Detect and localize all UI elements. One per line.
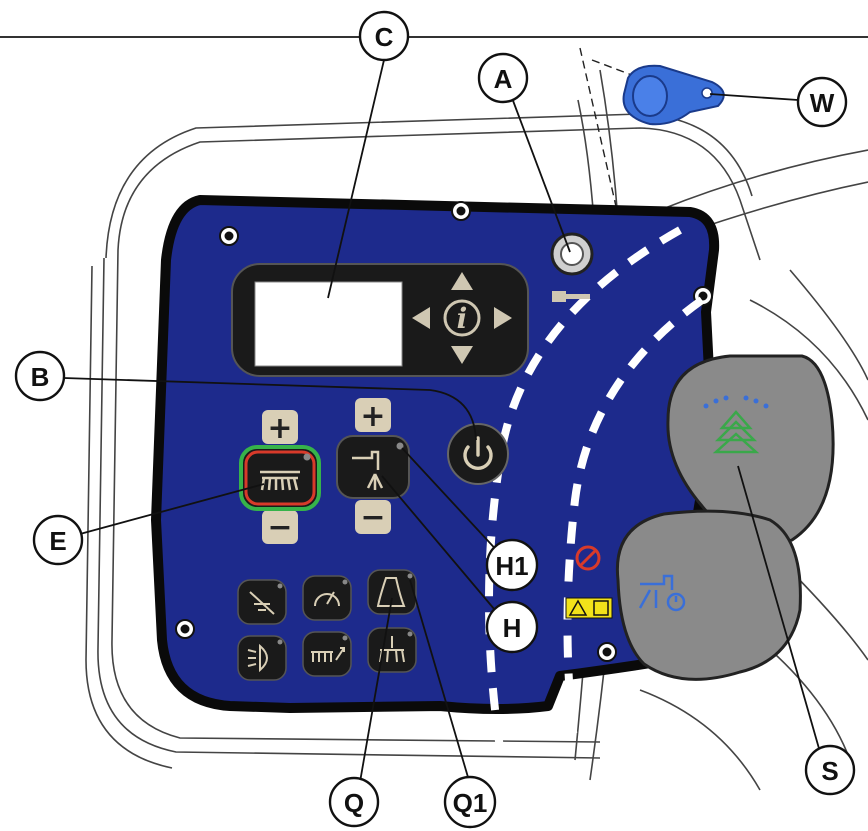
water-flow-plus-button[interactable]: [355, 398, 391, 432]
navigation-pad[interactable]: i: [412, 272, 512, 364]
vacuum-button[interactable]: [237, 579, 287, 625]
water-flow-control[interactable]: + −: [336, 398, 410, 535]
leader-q1: [409, 579, 471, 785]
arrow-left-icon[interactable]: [412, 307, 430, 329]
key-switch[interactable]: [550, 232, 594, 302]
speed-limit-icon: [314, 591, 340, 607]
function-buttons[interactable]: [237, 569, 417, 681]
brush-sweep-stripes: [485, 226, 705, 749]
leader-b: [63, 377, 477, 441]
panel-screws: [175, 201, 713, 662]
one-touch-button[interactable]: [367, 627, 417, 673]
svg-text:S: S: [821, 756, 838, 786]
water-flow-minus-button[interactable]: [355, 500, 391, 534]
key-guide-lines: [579, 47, 646, 291]
svg-text:H1: H1: [495, 551, 528, 581]
svg-text:Q: Q: [344, 788, 364, 818]
warning-icon: [568, 599, 588, 616]
detergent-timer-icon: [638, 574, 686, 612]
brush-pressure-control[interactable]: + −: [239, 410, 321, 545]
warning-labels: [565, 545, 613, 619]
callout-s: S: [804, 744, 856, 796]
leader-s: [737, 465, 821, 753]
housing-outline: [85, 69, 868, 791]
arrow-down-icon[interactable]: [451, 346, 473, 364]
no-smoking-icon: [575, 545, 601, 571]
brush-pressure-minus-label: −: [267, 510, 292, 545]
detergent-cover[interactable]: [615, 509, 802, 681]
arrow-right-icon[interactable]: [494, 307, 512, 329]
water-flow-led: [396, 442, 404, 450]
scent-tree-icon: [712, 410, 760, 454]
brush-pressure-led: [303, 453, 311, 461]
arrow-up-icon[interactable]: [451, 272, 473, 290]
side-brush-icon: [311, 647, 345, 662]
info-icon: i: [457, 302, 468, 335]
horn-button[interactable]: [367, 569, 417, 615]
scent-cover[interactable]: [666, 354, 835, 546]
smart-key[interactable]: [622, 64, 725, 126]
headlight-button[interactable]: [237, 635, 287, 681]
leader-lines: [63, 59, 821, 785]
leader-c: [327, 59, 385, 299]
callout-c: C: [358, 10, 410, 62]
water-flow-button[interactable]: [336, 435, 410, 499]
brush-pressure-minus-button[interactable]: [262, 510, 298, 544]
callout-a: A: [477, 52, 529, 104]
speed-button[interactable]: [302, 575, 352, 621]
brush-pressure-plus-label: +: [267, 411, 292, 446]
callout-h1: H1: [485, 538, 539, 592]
ignition-key-icon: [552, 291, 590, 302]
svg-text:Q1: Q1: [453, 788, 488, 818]
svg-text:C: C: [375, 22, 394, 52]
leader-h: [381, 475, 501, 617]
leader-q: [359, 597, 393, 783]
power-button[interactable]: [447, 423, 509, 485]
svg-text:H: H: [503, 613, 522, 643]
side-brush-button[interactable]: [302, 631, 352, 677]
horn-icon: [376, 577, 406, 607]
leader-w: [709, 93, 799, 101]
manual-icon: [593, 600, 609, 616]
svg-text:A: A: [494, 64, 513, 94]
leader-a: [511, 97, 571, 253]
vacuum-off-icon: [249, 591, 275, 615]
callout-q: Q: [328, 776, 380, 828]
callout-b: B: [14, 350, 66, 402]
headlight-icon: [247, 643, 268, 673]
callout-w: W: [796, 76, 848, 128]
svg-text:B: B: [31, 362, 50, 392]
water-flow-plus-label: +: [360, 399, 385, 434]
info-button[interactable]: [443, 299, 481, 337]
svg-text:W: W: [810, 88, 835, 118]
callout-h: H: [485, 600, 539, 654]
callout-q1: Q1: [443, 775, 497, 829]
brush-pressure-plus-button[interactable]: [262, 410, 298, 444]
leader-e: [79, 483, 265, 535]
water-flow-minus-label: −: [360, 500, 385, 535]
leader-h1: [401, 447, 503, 557]
power-icon: [463, 436, 493, 470]
callout-e: E: [32, 514, 84, 566]
svg-text:E: E: [49, 526, 66, 556]
water-flow-icon: [352, 450, 384, 490]
